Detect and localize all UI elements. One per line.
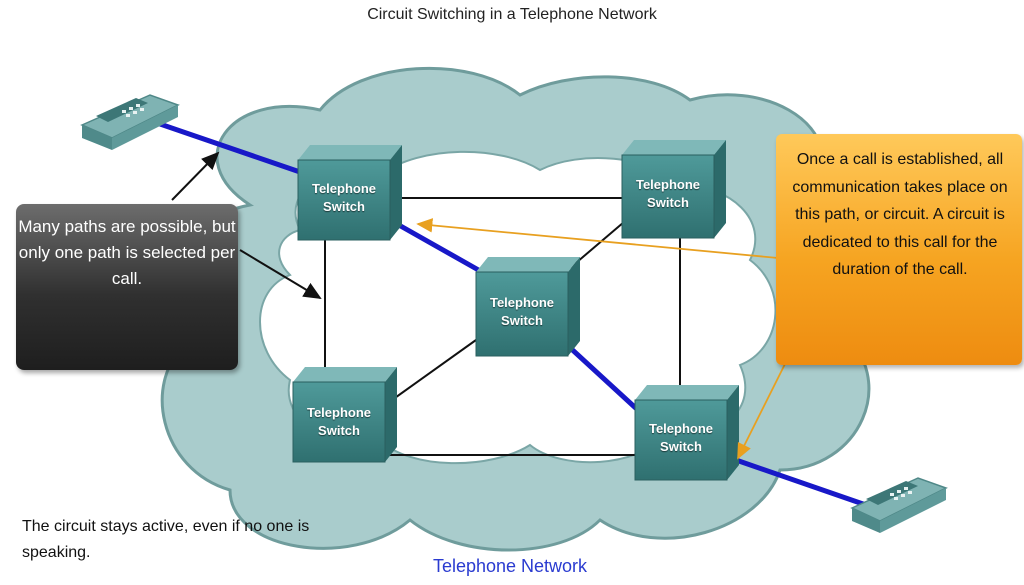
switch-label-top-right: Telephone Switch bbox=[635, 177, 701, 210]
circuit-segment-phone-to-topleft bbox=[157, 121, 303, 175]
paths-callout-box bbox=[16, 204, 238, 370]
telephone-icon-left bbox=[80, 94, 180, 150]
switch-label-bottom-left: Telephone Switch bbox=[306, 405, 372, 438]
diagram-title: Circuit Switching in a Telephone Network bbox=[367, 6, 657, 23]
paths-callout-text: Many paths are possible, but only one pa… bbox=[18, 217, 236, 288]
circuit-active-note: The circuit stays active, even if no one… bbox=[22, 518, 310, 561]
switch-center bbox=[475, 257, 580, 357]
switch-top-right bbox=[621, 140, 726, 239]
circuit-segment-center-to-bottomright bbox=[563, 341, 643, 415]
circuit-callout-pointers bbox=[416, 218, 787, 460]
switch-bottom-right bbox=[634, 385, 739, 481]
switch-label-bottom-right: Telephone Switch bbox=[648, 421, 714, 454]
circuit-callout-box bbox=[776, 134, 1022, 365]
switch-label-center: Telephone Switch bbox=[489, 295, 555, 328]
switch-label-top-left: Telephone Switch bbox=[311, 181, 377, 214]
network-label: Telephone Network bbox=[432, 556, 588, 576]
switch-bottom-left bbox=[292, 367, 397, 463]
pointer-to-bottomright-path bbox=[737, 361, 787, 460]
arrow-to-phone-link bbox=[171, 151, 220, 201]
link-bottomleft-center bbox=[391, 339, 477, 401]
switch-top-left bbox=[297, 145, 402, 241]
active-circuit-path bbox=[157, 121, 869, 508]
arrow-to-vertical-link bbox=[239, 249, 322, 300]
circuit-segment-topleft-to-center bbox=[387, 217, 485, 275]
telephone-icon-right bbox=[850, 477, 948, 533]
circuit-callout-text: Once a call is established, all communic… bbox=[792, 151, 1008, 278]
pointer-to-topleft-path bbox=[416, 218, 779, 259]
paths-callout-arrows bbox=[171, 151, 322, 300]
circuit-segment-bottomright-to-phone bbox=[733, 457, 869, 508]
